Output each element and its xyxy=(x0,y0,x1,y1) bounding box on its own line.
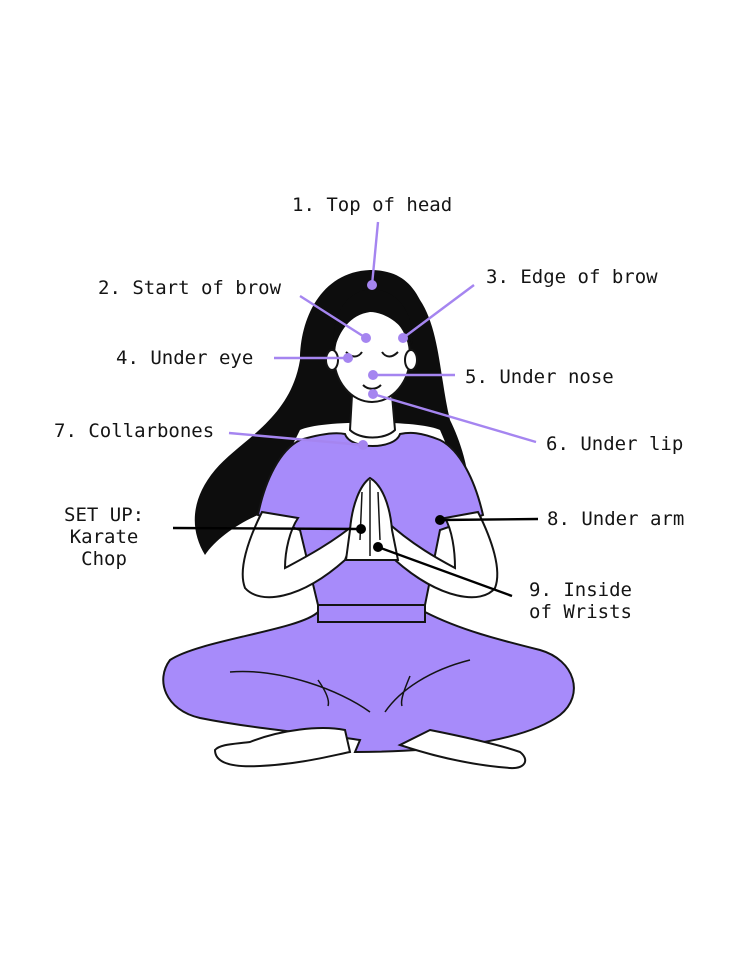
leader-line-karate-chop xyxy=(172,526,362,531)
leader-lines-purple xyxy=(228,221,537,447)
label-start-of-brow: 2. Start of brow xyxy=(98,277,282,299)
left-ear xyxy=(325,349,339,371)
label-collarbones: 7. Collarbones xyxy=(54,420,215,442)
tap-point-karate-chop xyxy=(356,524,366,534)
leader-line-inside-of-wrists xyxy=(377,545,513,598)
label-inside-of-wrists: 9. Inside of Wrists xyxy=(529,579,632,623)
label-under-lip: 6. Under lip xyxy=(546,433,684,455)
leader-lines-dark xyxy=(172,517,539,598)
pants-crease xyxy=(229,659,471,713)
tap-points-purple xyxy=(343,280,408,450)
label-edge-of-brow: 3. Edge of brow xyxy=(486,266,658,288)
tap-point-under-arm xyxy=(435,515,445,525)
label-under-arm: 8. Under arm xyxy=(547,508,685,530)
leader-line-start-of-brow xyxy=(299,294,367,340)
tap-point-under-eye xyxy=(343,353,353,363)
mouth xyxy=(362,384,382,390)
leader-line-top-of-head xyxy=(370,221,380,286)
right-ear xyxy=(404,349,418,371)
leader-line-edge-of-brow xyxy=(402,284,475,339)
tap-point-under-nose xyxy=(368,370,378,380)
neck xyxy=(348,394,397,439)
tap-point-edge-of-brow xyxy=(398,333,408,343)
left-foot xyxy=(213,727,352,768)
leader-line-under-lip xyxy=(372,392,537,444)
label-under-nose: 5. Under nose xyxy=(465,366,614,388)
label-top-of-head: 1. Top of head xyxy=(292,194,453,216)
bangs xyxy=(333,289,413,350)
tap-points-dark xyxy=(356,515,445,552)
leader-line-collarbones xyxy=(228,431,364,447)
tap-point-inside-of-wrists xyxy=(373,542,383,552)
tap-point-collarbones xyxy=(358,440,368,450)
tap-point-under-lip xyxy=(368,389,378,399)
tap-point-start-of-brow xyxy=(361,333,371,343)
label-under-eye: 4. Under eye xyxy=(116,347,254,369)
left-arm xyxy=(241,510,363,599)
tap-point-top-of-head xyxy=(367,280,377,290)
waistband xyxy=(317,604,426,623)
praying-hands xyxy=(344,476,400,561)
right-foot xyxy=(397,728,527,770)
label-karate-chop: SET UP: Karate Chop xyxy=(64,504,145,570)
legs xyxy=(162,611,575,754)
leader-line-under-arm xyxy=(439,517,539,522)
